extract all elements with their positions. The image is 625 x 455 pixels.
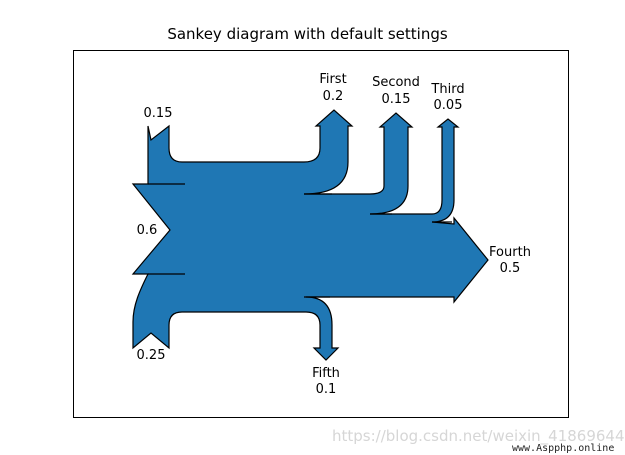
flow-label-third: Third	[430, 82, 464, 97]
watermark-site: www.Aspphp.online	[512, 443, 615, 454]
plot-frame	[73, 50, 569, 418]
flow-label-fifth: Fifth	[312, 366, 340, 381]
chart-title: Sankey diagram with default settings	[167, 25, 448, 43]
flow-value-input-main: 0.6	[137, 223, 158, 238]
sankey-flow-shape	[131, 109, 489, 361]
flow-value-fourth: 0.5	[500, 261, 521, 276]
flow-label-second: Second	[372, 75, 420, 90]
flow-value-input-top: 0.15	[144, 106, 173, 121]
flow-value-input-bottom: 0.25	[137, 348, 166, 363]
flow-value-first: 0.2	[323, 89, 344, 104]
flow-value-fifth: 0.1	[316, 382, 337, 397]
flow-value-third: 0.05	[434, 98, 463, 113]
flow-value-second: 0.15	[382, 92, 411, 107]
watermark-url: https://blog.csdn.net/weixin_41869644	[332, 427, 625, 445]
flow-label-fourth: Fourth	[489, 245, 531, 260]
flow-label-first: First	[319, 72, 346, 87]
